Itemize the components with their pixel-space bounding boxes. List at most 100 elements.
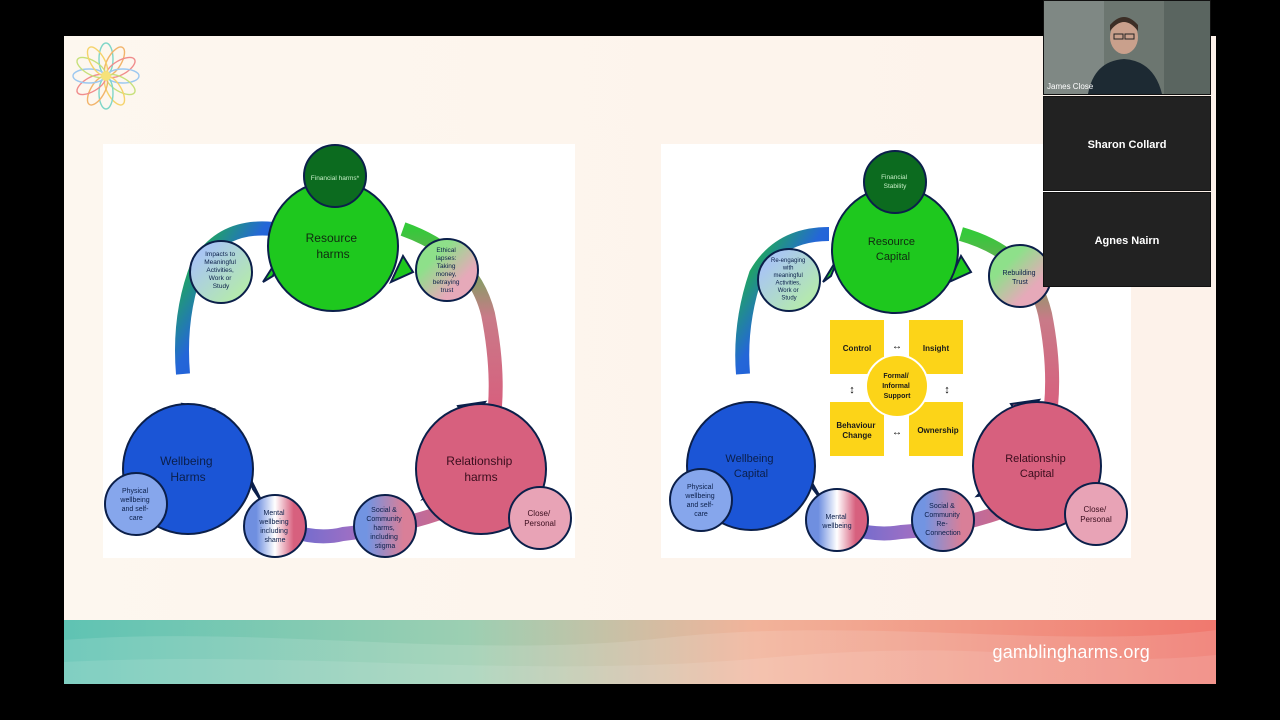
harms-top-left-sat-label: Impacts to Meaningful Activities, Work o…: [204, 251, 238, 290]
capital-left-main-label: Wellbeing Capital: [725, 453, 776, 480]
capital-bottom-mid-left-sat-line: wellbeing: [821, 523, 851, 530]
harms-bottom-mid-left-sat-line: including: [260, 528, 288, 535]
capital-right-main-line: Relationship: [1005, 453, 1066, 465]
center-support-line: Informal: [882, 383, 910, 390]
capital-bottom-left-sat-label: Physical wellbeing and self- care: [684, 484, 716, 518]
box-insight-label: Insight: [923, 344, 950, 353]
capital-bottom-right-sat-line: Personal: [1080, 515, 1112, 524]
capital-top-left-sat-line: meaningful: [773, 273, 802, 279]
harms-bottom-mid-right-sat-line: stigma: [375, 543, 396, 550]
capital-bottom-left-sat-line: Physical: [687, 484, 714, 491]
capital-top-right-sat-label: Rebuilding Trust: [1002, 270, 1037, 286]
participant-name: James Close: [1047, 82, 1094, 91]
harms-bottom-mid-right-sat-line: Community: [366, 516, 402, 523]
harms-bottom-left-sat-line: and self-: [122, 506, 150, 513]
harms-bottom-mid-right-sat-label: Social & Community harms, including stig…: [366, 507, 403, 550]
participant-tile-agnes[interactable]: Agnes Nairn: [1043, 192, 1211, 287]
harms-top-left-sat-line: Activities,: [206, 267, 234, 274]
center-support-label: Formal/ Informal Support: [882, 373, 912, 400]
capital-top-main-line: Resource: [868, 236, 915, 248]
double-arrow-vertical-icon: ↕: [944, 384, 950, 396]
harms-left-main-line: Harms: [170, 470, 205, 484]
capital-top-left-sat-line: with: [782, 266, 794, 272]
harms-top-right-sat-line: lapses:: [436, 255, 457, 262]
capital-left-main-line: Capital: [734, 468, 768, 480]
double-arrow-horizontal-icon: ↔: [892, 341, 902, 352]
participant-name: Sharon Collard: [1087, 139, 1167, 151]
harms-top-small-label: Financial harms*: [311, 175, 360, 182]
harms-bottom-left-sat-line: Physical: [122, 488, 149, 495]
participant-video-feed: [1044, 1, 1210, 94]
harms-bottom-right-sat-line: Close/: [528, 509, 551, 518]
double-arrow-vertical-icon: ↕: [849, 384, 855, 396]
capital-right-main-line: Capital: [1020, 468, 1054, 480]
capital-bottom-right-sat-label: Close/ Personal: [1080, 505, 1112, 524]
capital-bottom-mid-right-sat-line: Social &: [929, 503, 955, 510]
participant-name: Agnes Nairn: [1094, 235, 1160, 247]
center-support-line: Support: [884, 393, 911, 400]
harms-top-left-sat-line: Meaningful: [204, 259, 236, 266]
box-behaviour-line: Behaviour: [836, 421, 875, 430]
capital-bottom-left-sat-line: care: [694, 511, 708, 518]
harms-bottom-mid-right-sat-line: harms,: [373, 525, 394, 532]
harms-top-right-sat-line: Taking: [437, 263, 456, 270]
capital-left-main-line: Wellbeing: [725, 453, 773, 465]
capital-right-main-label: Relationship Capital: [1005, 453, 1069, 480]
harms-bottom-left-sat-line: wellbeing: [119, 497, 149, 504]
harms-bottom-left-sat-label: Physical wellbeing and self- care: [119, 488, 151, 522]
logo-center: [101, 71, 111, 81]
harms-bottom-mid-right-sat-line: including: [370, 534, 398, 541]
harms-right-main-line: Relationship: [446, 454, 512, 468]
footer-wave-band: [64, 620, 1216, 684]
harms-top-main-line: harms: [316, 247, 349, 261]
harms-bottom-mid-left-sat-line: shame: [264, 537, 285, 544]
capital-top-left-sat-label: Re-engaging with meaningful Activities, …: [771, 258, 807, 302]
capital-bottom-left-sat-line: wellbeing: [684, 493, 714, 500]
capital-top-left-sat-line: Activities,: [775, 281, 801, 287]
harms-top-right-sat-line: trust: [441, 287, 454, 294]
harms-diagram: Financial harms* Resource harms Wellbein…: [103, 144, 575, 558]
capital-bottom-mid-right-sat-label: Social & Community Re- Connection: [924, 503, 961, 537]
harms-top-left-sat-line: Impacts to: [205, 251, 235, 258]
presentation-slide: Financial harms* Resource harms Wellbein…: [64, 36, 1216, 684]
participant-tile-james[interactable]: James Close: [1043, 0, 1211, 95]
capital-top-left-sat-line: Work or: [778, 288, 799, 294]
capital-top-small-label: Financial Stability: [881, 174, 909, 190]
capital-top-left-sat-line: Study: [781, 296, 796, 302]
harms-top-main-line: Resource: [306, 231, 358, 245]
harms-top-main-label: Resource harms: [306, 231, 361, 261]
box-control-label: Control: [843, 344, 871, 353]
box-ownership-label: Ownership: [917, 426, 958, 435]
logo-petal: [98, 42, 114, 76]
capital-top-small-line: Financial: [881, 174, 908, 181]
harms-bottom-mid-right-sat-line: Social &: [371, 507, 397, 514]
capital-top-main-label: Resource Capital: [868, 236, 918, 263]
harms-bottom-left-sat-line: care: [129, 515, 143, 522]
capital-bottom-mid-right-sat-line: Connection: [925, 530, 961, 537]
harms-top-left-sat-line: Work or: [209, 275, 232, 282]
harms-bottom-mid-left-sat-line: Mental: [264, 510, 285, 517]
capital-bottom-left-sat-line: and self-: [687, 502, 715, 509]
logo-petal: [98, 76, 114, 110]
harms-top-left-sat-line: Study: [213, 283, 230, 290]
harms-right-main-line: harms: [464, 470, 497, 484]
center-support-line: Formal/: [883, 373, 908, 380]
participant-tile-sharon[interactable]: Sharon Collard: [1043, 96, 1211, 191]
harms-bottom-right-sat-label: Close/ Personal: [524, 509, 556, 528]
capital-top-right-sat-line: Rebuilding: [1002, 270, 1035, 277]
double-arrow-horizontal-icon: ↔: [892, 427, 902, 438]
harms-right-main-label: Relationship harms: [446, 454, 515, 484]
harms-top-right-sat-label: Ethical lapses: Taking money, betraying …: [433, 247, 462, 294]
capital-bottom-mid-left-sat-label: Mental wellbeing: [821, 514, 851, 530]
capital-top-small-line: Stability: [884, 183, 908, 190]
logo-petal: [72, 68, 106, 84]
harms-top-right-sat-line: Ethical: [436, 247, 456, 254]
logo-petal: [106, 68, 140, 84]
harms-bottom-mid-left-sat-line: wellbeing: [258, 519, 288, 526]
box-behaviour-label: Behaviour Change: [836, 421, 877, 440]
box-behaviour-line: Change: [842, 431, 872, 440]
capital-bottom-mid-left-sat-line: Mental: [826, 514, 847, 521]
harms-bottom-mid-left-sat-label: Mental wellbeing including shame: [258, 510, 290, 544]
footer-website-url: gamblingharms.org: [992, 642, 1150, 662]
capital-bottom-right-sat-line: Close/: [1084, 505, 1107, 514]
